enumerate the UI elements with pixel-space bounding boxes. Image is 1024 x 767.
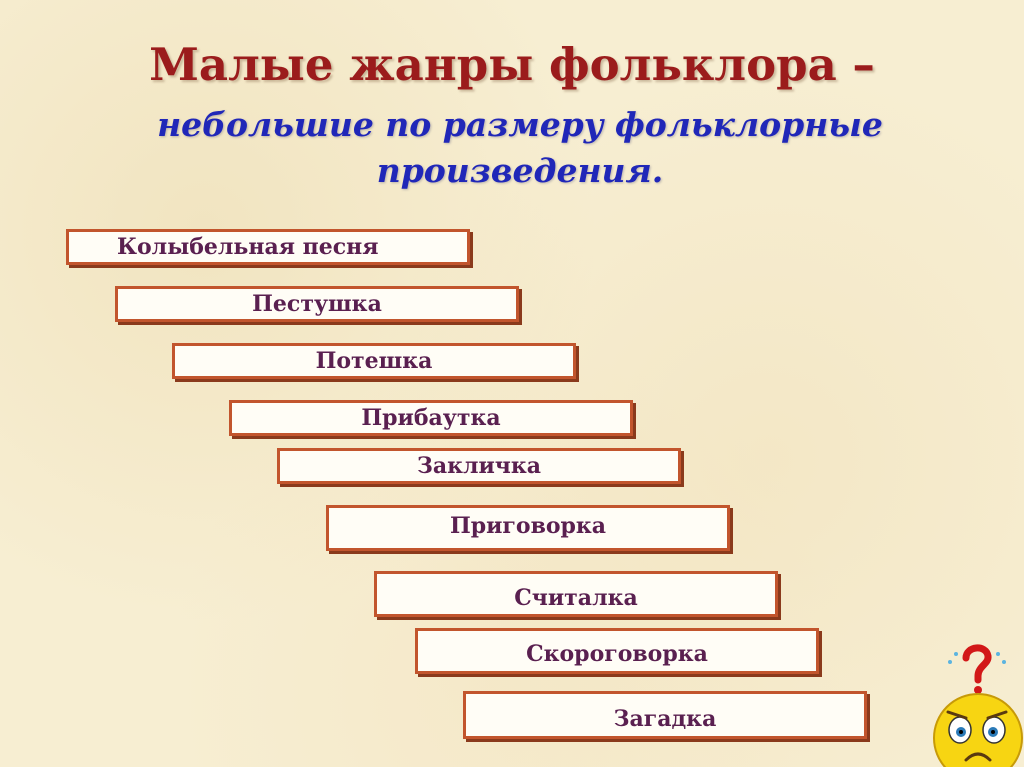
question-mark-icon [962, 644, 992, 694]
slide-title: Малые жанры фольклора – [149, 38, 875, 91]
genre-box-prigovorka: Приговорка [326, 505, 730, 551]
genre-box-zagadka: Загадка [463, 691, 867, 739]
genre-box-pribautka: Прибаутка [229, 400, 633, 436]
confused-smiley-icon [933, 644, 1023, 767]
genre-box-schitalka: Считалка [374, 571, 778, 617]
genre-box-skorogovorka: Скороговорка [415, 628, 819, 674]
slide-subtitle: небольшие по размеру фольклорные произве… [157, 105, 883, 190]
genre-box-pestushka: Пестушка [115, 286, 519, 322]
genre-box-poteshka: Потешка [172, 343, 576, 379]
genre-box-lullaby: Колыбельная песня [66, 229, 470, 265]
genre-box-zaklichka: Закличка [277, 448, 681, 484]
